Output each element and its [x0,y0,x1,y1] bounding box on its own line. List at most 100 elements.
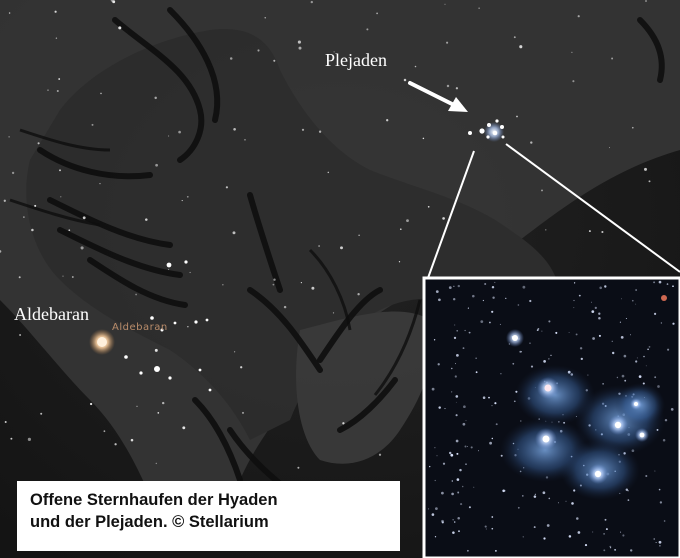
inset-star [657,385,660,388]
background-star [145,218,148,221]
background-star [80,246,84,250]
inset-star [458,530,460,533]
inset-star [451,367,453,370]
inset-star [454,324,456,326]
background-star [229,57,233,60]
inset-star [456,452,459,455]
background-star [155,462,157,465]
inset-star [452,519,454,521]
inset-star [616,376,619,379]
inset-star [441,521,444,524]
inset-star [614,548,617,551]
background-star [181,200,183,202]
background-star [357,293,360,296]
inset-star [491,437,494,440]
background-star [168,268,170,271]
inset-star [457,491,460,494]
inset-star [484,282,487,286]
background-star [182,426,186,430]
pleiades-cluster-small [468,119,505,142]
background-star [572,80,575,83]
inset-star [435,290,439,293]
background-star [62,275,64,277]
background-star [31,228,34,232]
inset-star [621,374,625,378]
inset-star [465,463,467,465]
inset-star [584,544,588,547]
inset-star [578,294,581,297]
inset-star [462,347,465,350]
inset-star [603,533,605,535]
background-star [332,312,335,314]
background-star [135,293,137,296]
inset-star [522,285,526,289]
background-star [155,163,158,167]
inset-star [441,519,444,523]
inset-star [462,422,466,426]
inset-star [664,418,668,422]
inset-star [463,405,466,409]
background-star [136,405,138,407]
inset-star [530,365,534,368]
inset-star [577,531,581,534]
inset-star [548,497,551,500]
inset-star [467,445,468,447]
inset-star [529,342,531,344]
inset-star [521,495,524,497]
inset-star [533,495,537,498]
background-star [311,286,315,290]
background-star [406,219,409,223]
inset-star [548,320,551,323]
inset-star [533,526,536,529]
inset-star [653,538,655,540]
background-star [178,130,181,134]
inset-star [434,536,437,538]
background-star [0,250,2,253]
inset-star [542,491,546,495]
inset-star [489,321,491,324]
background-star [130,438,134,442]
inset-star [502,489,505,493]
inset-star [624,379,627,382]
inset-star [450,453,454,457]
inset-star [592,531,594,533]
background-star [645,0,647,2]
background-star [444,3,446,5]
inset-star [455,401,457,403]
arrow-icon [408,81,468,112]
inset-star [451,492,454,496]
background-star [37,142,40,145]
inset-star [468,506,471,509]
inset-star [635,360,638,363]
aldebaran-chart-label: Aldebaran [112,322,168,333]
inset-star [655,542,657,543]
background-star [601,230,604,234]
inset-star [667,348,670,351]
background-star [318,130,322,133]
inset-star [491,405,493,407]
background-star [366,28,369,31]
inset-star [543,360,546,363]
background-star [257,49,260,52]
pleiades-label: Plejaden [325,50,387,70]
inset-star [625,317,627,320]
inset-star [653,281,656,284]
background-star [59,169,61,172]
inset-star [645,365,647,367]
inset-star [459,468,462,472]
background-star [82,216,86,220]
aldebaran-label: Aldebaran [14,304,89,324]
inset-star [494,281,496,283]
background-star [34,204,37,207]
inset-star [573,307,575,309]
inset-star [452,531,455,534]
background-star [608,147,611,149]
background-star [58,78,61,80]
caption-line-1: Offene Sternhaufen der Hyaden [30,491,278,509]
inset-star [491,310,494,313]
inset-star [472,294,475,298]
inset-star [522,536,524,538]
inset-star [638,375,642,378]
inset-star [573,299,575,302]
